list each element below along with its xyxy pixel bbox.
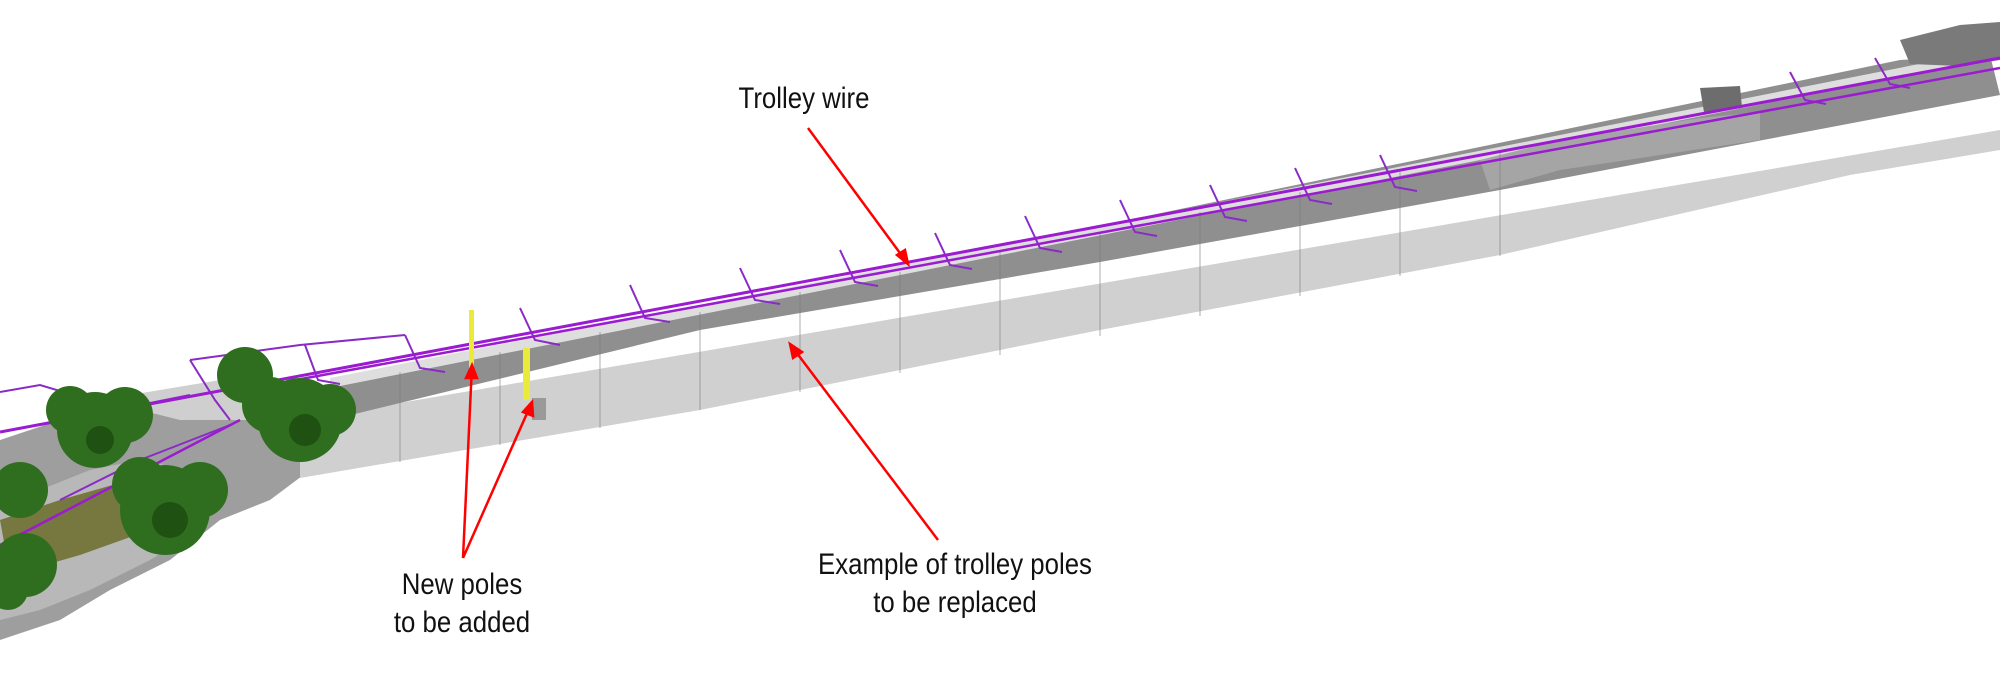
bridge-wall — [300, 22, 2000, 478]
arrow-callout-icon — [461, 401, 534, 559]
new-poles — [469, 310, 546, 420]
arrow-callout-icon — [806, 127, 910, 265]
arrow-callout-icon — [461, 364, 474, 559]
trolley-wire — [0, 56, 2000, 434]
trolley-wire-2 — [229, 66, 2000, 394]
trolley-wire-label: Trolley wire — [738, 82, 870, 115]
callout-arrows — [461, 127, 939, 559]
arrow-callout-icon — [789, 343, 939, 541]
replace-poles-label: Example of trolley poles to be replaced — [818, 548, 1092, 619]
new-poles-label: New poles to be added — [393, 568, 531, 639]
